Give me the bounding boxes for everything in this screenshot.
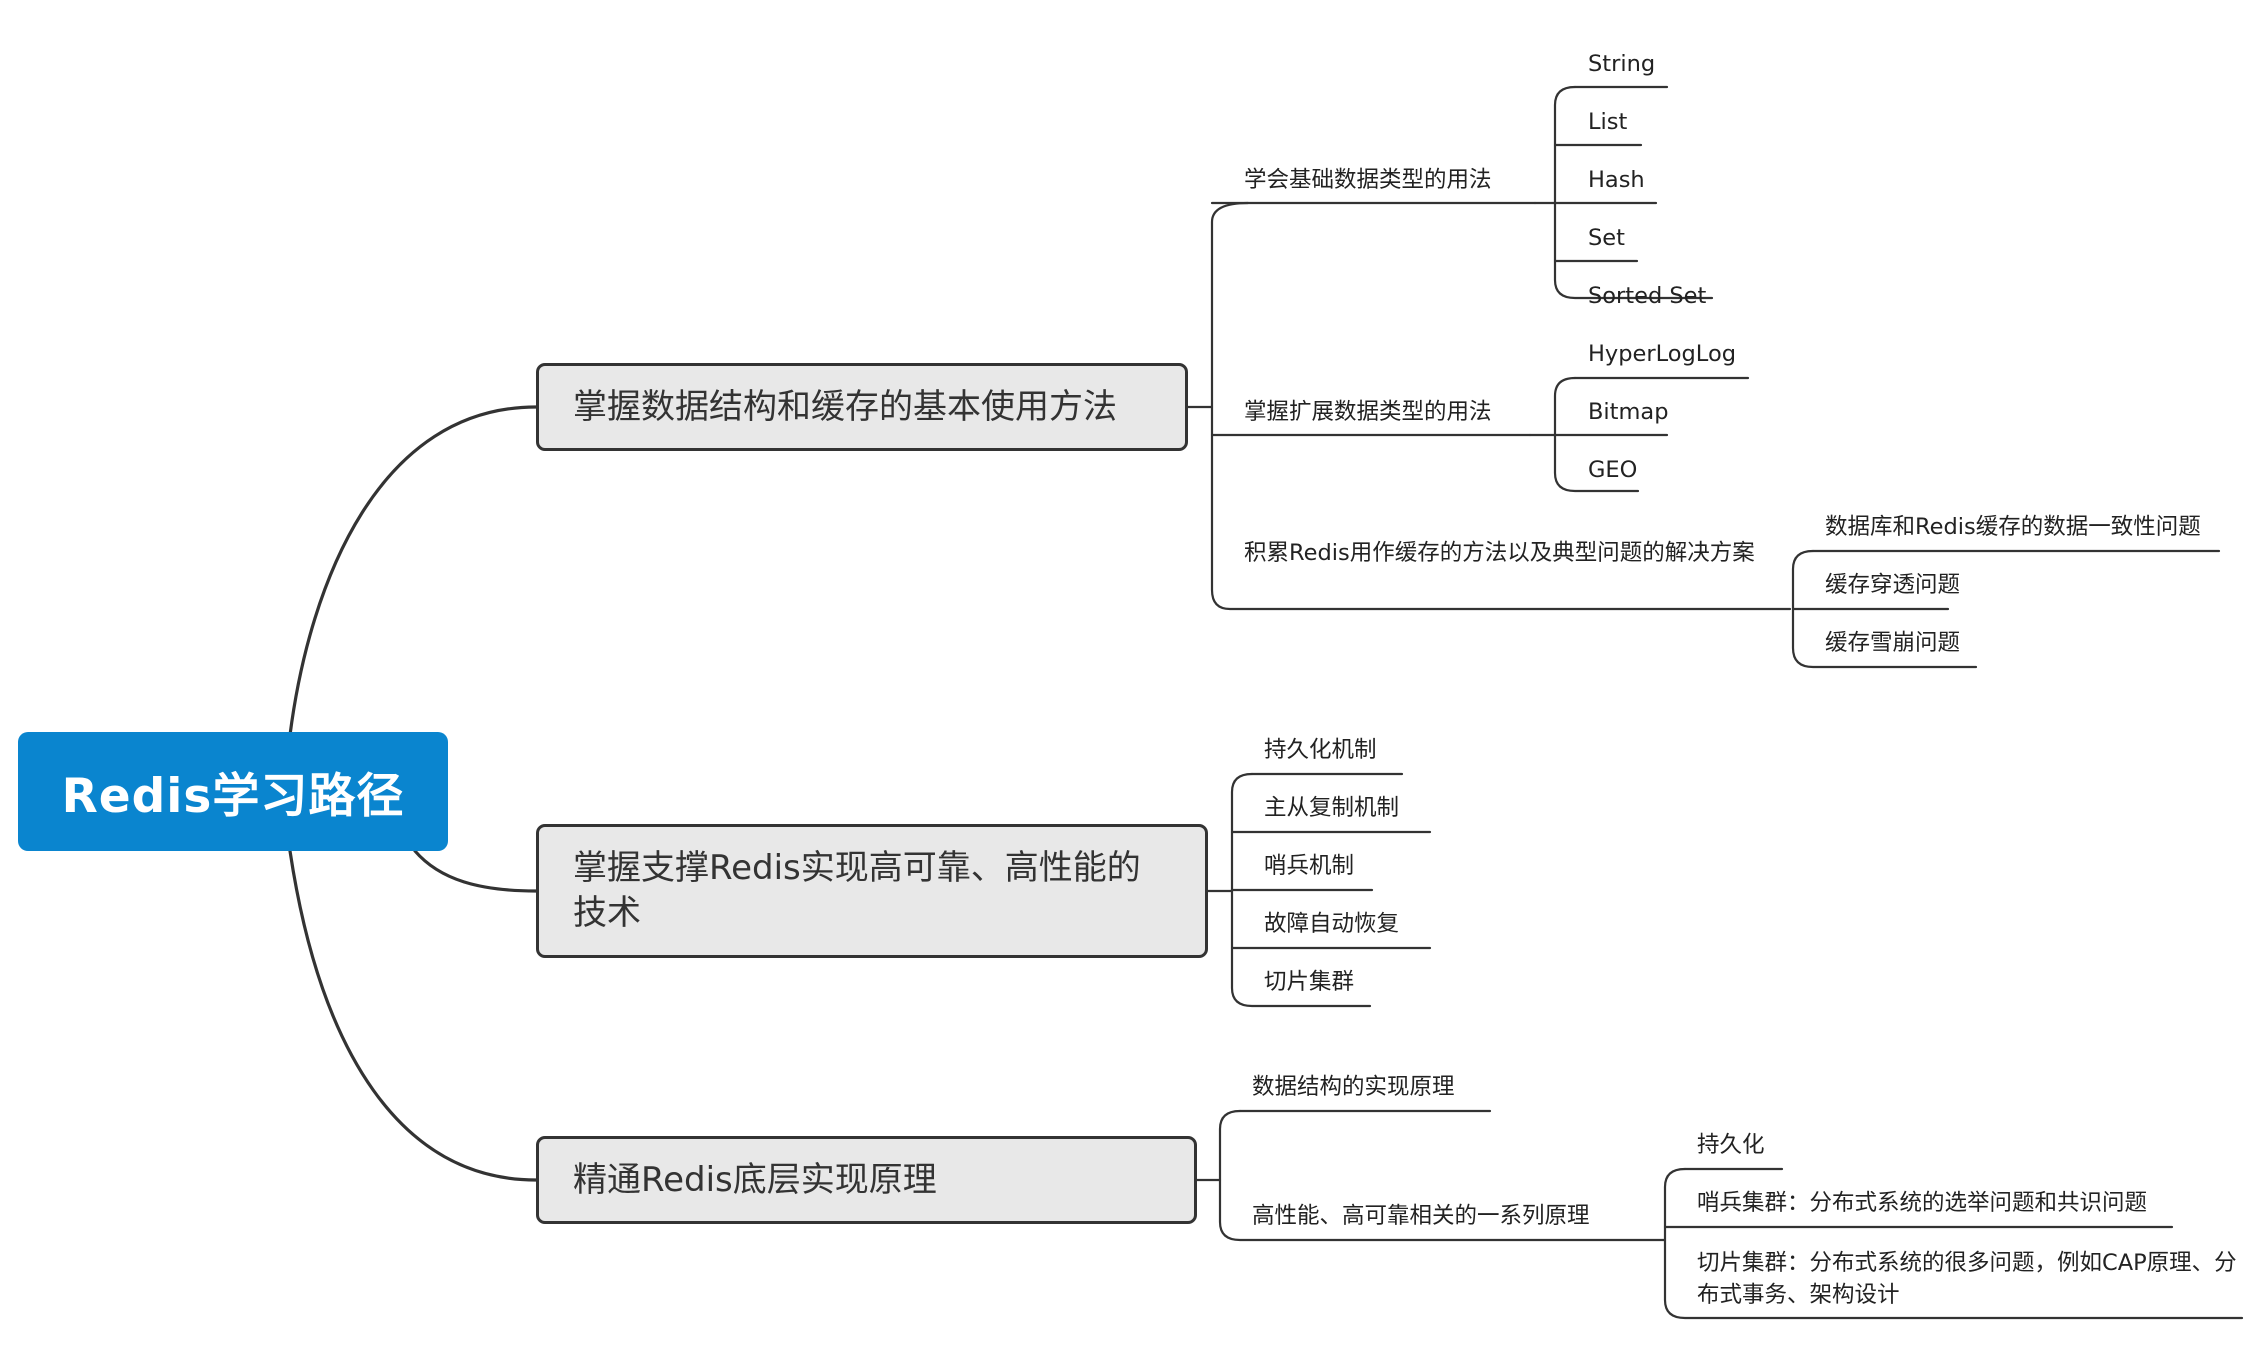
topic-replication[interactable]: 主从复制机制 — [1264, 795, 1400, 821]
item-bitmap[interactable]: Bitmap — [1588, 399, 1669, 425]
topic-basic-types[interactable]: 学会基础数据类型的用法 — [1244, 167, 1492, 193]
connector-branch-3-children — [1218, 1109, 1667, 1242]
item-list[interactable]: List — [1588, 109, 1628, 135]
topic-ds-principles[interactable]: 数据结构的实现原理 — [1252, 1074, 1455, 1100]
branch-node-internals[interactable]: 精通Redis底层实现原理 — [536, 1136, 1197, 1224]
connector-branch-1-children — [1210, 201, 1792, 611]
topic-ext-types[interactable]: 掌握扩展数据类型的用法 — [1244, 399, 1492, 425]
topic-sentinel[interactable]: 哨兵机制 — [1264, 853, 1355, 879]
root-node[interactable]: Redis学习路径 — [18, 732, 448, 851]
topic-sharding[interactable]: 切片集群 — [1264, 969, 1355, 995]
item-set[interactable]: Set — [1588, 225, 1625, 251]
item-cache-avalanche[interactable]: 缓存雪崩问题 — [1825, 630, 1961, 656]
item-sentinel-cluster[interactable]: 哨兵集群：分布式系统的选举问题和共识问题 — [1697, 1190, 2148, 1216]
item-hyperloglog[interactable]: HyperLogLog — [1588, 341, 1736, 367]
connector-basic-types — [1553, 85, 1714, 300]
branch-node-basic-usage[interactable]: 掌握数据结构和缓存的基本使用方法 — [536, 363, 1188, 451]
connector-cache-group — [1791, 549, 1978, 669]
branch-node-high-availability[interactable]: 掌握支撑Redis实现高可靠、高性能的技术 — [536, 824, 1208, 958]
topic-performance-principles[interactable]: 高性能、高可靠相关的一系列原理 — [1252, 1203, 1590, 1229]
topic-failover[interactable]: 故障自动恢复 — [1264, 911, 1400, 937]
item-sorted-set[interactable]: Sorted Set — [1588, 283, 1707, 309]
branch-title: 掌握支撑Redis实现高可靠、高性能的技术 — [573, 848, 1141, 933]
item-cache-penetration[interactable]: 缓存穿透问题 — [1825, 572, 1961, 598]
connector-branch-2-children — [1230, 772, 1372, 1008]
item-sharded-cluster[interactable]: 切片集群：分布式系统的很多问题，例如CAP原理、分布式事务、架构设计 — [1697, 1250, 2237, 1308]
item-geo[interactable]: GEO — [1588, 457, 1638, 483]
branch-title: 精通Redis底层实现原理 — [573, 1159, 937, 1200]
topic-cache-methods[interactable]: 积累Redis用作缓存的方法以及典型问题的解决方案 — [1244, 540, 1755, 566]
connector-root-branch-3 — [288, 849, 538, 1182]
connector-root-branch-1 — [288, 405, 538, 737]
connector-root-branch-2 — [413, 849, 538, 893]
root-title: Redis学习路径 — [61, 769, 405, 824]
item-string[interactable]: String — [1588, 51, 1656, 77]
topic-persistence-mechanism[interactable]: 持久化机制 — [1264, 737, 1377, 763]
item-hash[interactable]: Hash — [1588, 167, 1645, 193]
branch-title: 掌握数据结构和缓存的基本使用方法 — [573, 386, 1117, 427]
connector-principles — [1663, 1167, 2244, 1320]
connector-ext-types — [1553, 376, 1640, 493]
item-consistency[interactable]: 数据库和Redis缓存的数据一致性问题 — [1825, 514, 2201, 540]
item-persistence[interactable]: 持久化 — [1697, 1132, 1765, 1158]
